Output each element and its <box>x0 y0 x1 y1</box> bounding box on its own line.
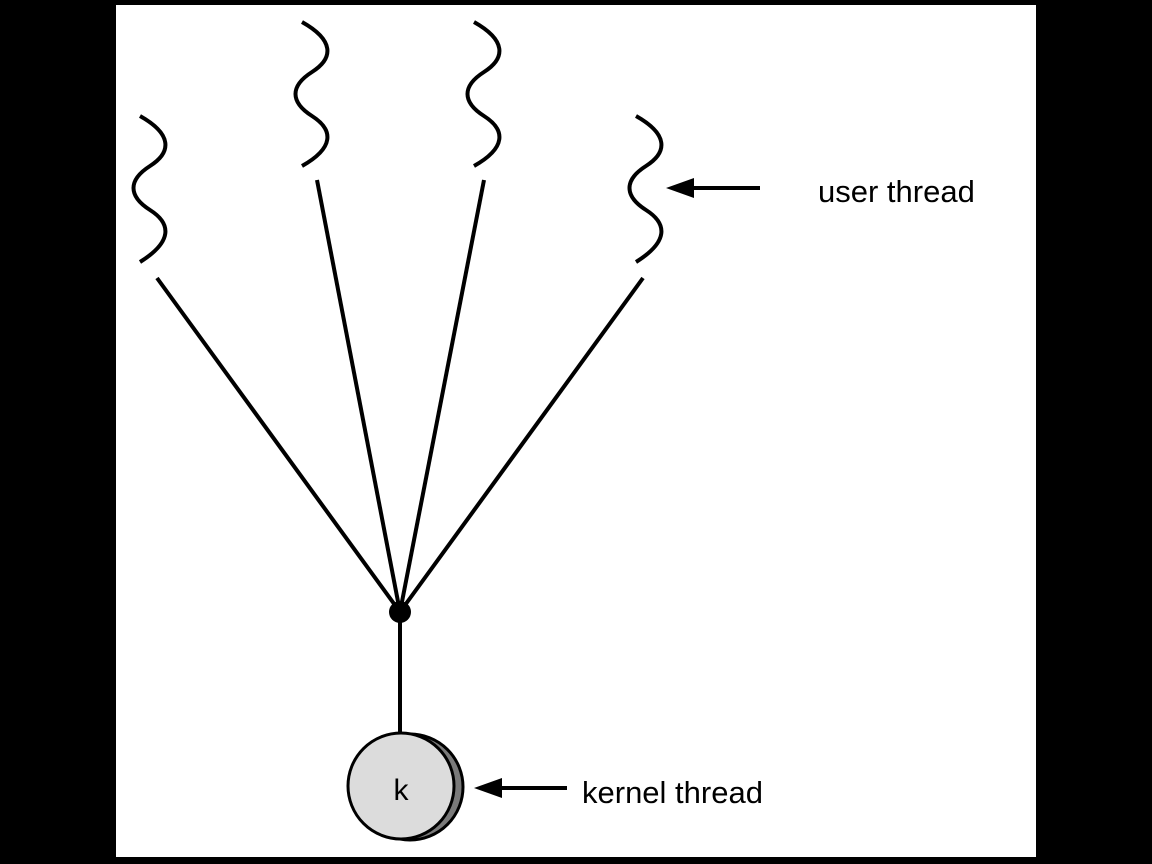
kernel-thread-symbol: k <box>393 774 409 807</box>
mapping-line-2 <box>315 179 402 613</box>
mapping-line-3 <box>398 179 486 613</box>
user-thread-label: user thread <box>818 174 975 209</box>
user-thread-4-icon <box>627 114 664 264</box>
kernel-thread-circle <box>346 731 456 841</box>
kernel-thread-arrow-icon <box>474 778 502 798</box>
mapping-line-1 <box>155 276 402 614</box>
kernel-thread-label: kernel thread <box>582 775 763 810</box>
user-thread-2-icon <box>293 20 330 168</box>
user-thread-arrow-icon <box>666 178 694 198</box>
user-thread-1-icon <box>131 114 168 264</box>
user-thread-3-icon <box>465 20 502 168</box>
junction-dot <box>389 601 411 623</box>
mapping-line-4 <box>398 276 645 614</box>
